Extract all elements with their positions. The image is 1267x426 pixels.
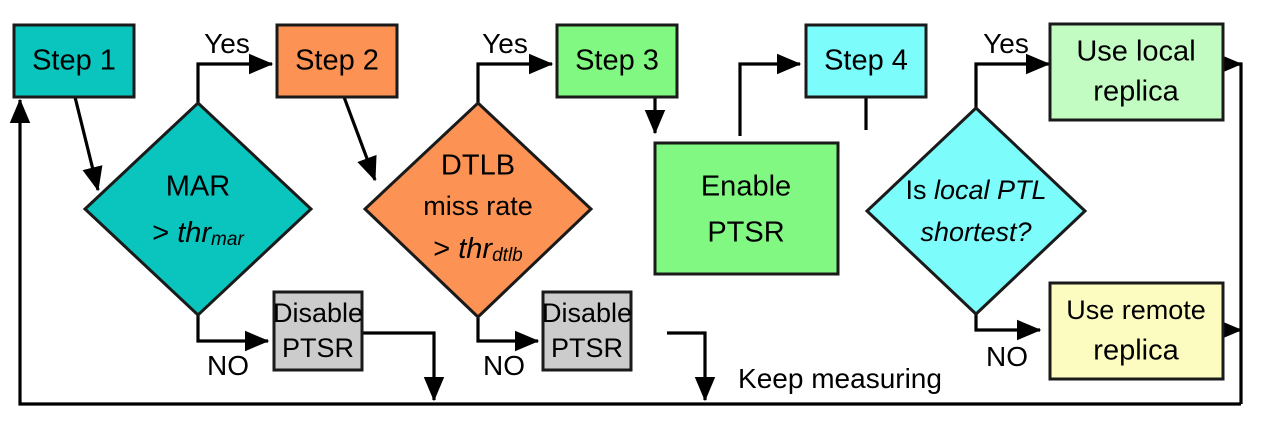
edge-disable2-to-bottom-bus bbox=[667, 331, 716, 402]
enable-ptsr-line1: Enable bbox=[701, 171, 791, 203]
dtlb-decision-line1: DTLB bbox=[441, 150, 515, 182]
ptl-local-ptl-italic: local PTL bbox=[934, 175, 1047, 205]
dtlb-gt-prefix: > bbox=[433, 233, 458, 265]
mar-decision-line1: MAR bbox=[166, 171, 230, 203]
node-step2[interactable]: Step 2 bbox=[275, 23, 399, 99]
edge-step1-to-mar bbox=[73, 96, 103, 192]
edge-label-no-1: NO bbox=[207, 350, 249, 381]
edge-label-yes-1: Yes bbox=[204, 28, 250, 59]
mar-decision-line2: > thrmar bbox=[152, 217, 244, 250]
use-remote-replica-line1: Use remote bbox=[1066, 295, 1206, 325]
dtlb-decision-line2: miss rate bbox=[423, 191, 533, 221]
node-ptl-decision[interactable]: Is local PTL shortest? bbox=[864, 105, 1088, 317]
node-dtlb-decision[interactable]: DTLB miss rate > thrdtlb bbox=[362, 100, 594, 320]
ptl-decision-diamond[interactable] bbox=[864, 105, 1088, 317]
step4-box[interactable] bbox=[804, 23, 928, 99]
mar-thr-subscript: mar bbox=[211, 229, 244, 250]
edge-label-yes-3: Yes bbox=[983, 28, 1029, 59]
edge-disable1-to-bottom-bus bbox=[362, 331, 445, 402]
edge-feedback-bus-to-step1 bbox=[9, 98, 1241, 406]
use-local-replica-line1: Use local bbox=[1076, 36, 1195, 68]
step1-box[interactable] bbox=[12, 23, 136, 99]
ptl-decision-line1: Is local PTL bbox=[905, 175, 1046, 205]
step4-label: Step 4 bbox=[824, 45, 908, 77]
edge-step2-to-dtlb bbox=[342, 96, 377, 182]
node-mar-decision[interactable]: MAR > thrmar bbox=[82, 100, 314, 318]
disable-ptsr-2-line2: PTSR bbox=[551, 333, 623, 363]
disable-ptsr-2-box[interactable] bbox=[541, 290, 633, 372]
edge-dtlb-no-to-disable2 bbox=[476, 318, 540, 352]
node-disable-ptsr-1[interactable]: Disable PTSR bbox=[272, 290, 364, 372]
disable-ptsr-2-line1: Disable bbox=[542, 298, 632, 328]
edge-label-yes-2: Yes bbox=[482, 28, 528, 59]
enable-ptsr-line2: PTSR bbox=[707, 217, 784, 249]
edge-enable-ptsr-to-step4 bbox=[738, 53, 802, 136]
node-step4[interactable]: Step 4 bbox=[804, 23, 928, 99]
edge-label-keep-measuring: Keep measuring bbox=[738, 363, 942, 394]
edge-ptl-no-to-use-remote bbox=[974, 312, 1042, 341]
node-use-remote-replica[interactable]: Use remote replica bbox=[1048, 281, 1225, 381]
disable-ptsr-1-line1: Disable bbox=[273, 298, 363, 328]
edge-use-local-to-bottom-bus bbox=[1199, 53, 1243, 404]
ptl-is-prefix: Is bbox=[905, 175, 934, 205]
dtlb-decision-diamond[interactable] bbox=[362, 100, 594, 320]
node-disable-ptsr-2[interactable]: Disable PTSR bbox=[541, 290, 633, 372]
node-enable-ptsr[interactable]: Enable PTSR bbox=[653, 141, 840, 276]
ptl-decision-line2: shortest? bbox=[920, 217, 1031, 247]
step2-label: Step 2 bbox=[295, 45, 379, 77]
step3-label: Step 3 bbox=[575, 45, 659, 77]
dtlb-thr-subscript: dtlb bbox=[492, 245, 523, 266]
mar-thr-italic: thr bbox=[177, 217, 212, 249]
node-use-local-replica[interactable]: Use local replica bbox=[1048, 22, 1225, 122]
node-step1[interactable]: Step 1 bbox=[12, 23, 136, 99]
enable-ptsr-box[interactable] bbox=[653, 141, 840, 276]
edge-mar-no-to-disable1 bbox=[196, 310, 270, 352]
use-remote-replica-line2: replica bbox=[1093, 335, 1179, 367]
dtlb-thr-italic: thr bbox=[458, 233, 493, 265]
step1-label: Step 1 bbox=[32, 45, 116, 77]
use-local-replica-line2: replica bbox=[1093, 76, 1179, 108]
step2-box[interactable] bbox=[275, 23, 399, 99]
mar-decision-diamond[interactable] bbox=[82, 100, 314, 318]
mar-gt-prefix: > bbox=[152, 217, 177, 249]
dtlb-decision-line3: > thrdtlb bbox=[433, 233, 522, 266]
edge-label-no-3: NO bbox=[986, 341, 1028, 372]
node-step3[interactable]: Step 3 bbox=[555, 23, 679, 99]
disable-ptsr-1-box[interactable] bbox=[272, 290, 364, 372]
use-remote-replica-box[interactable] bbox=[1048, 281, 1225, 381]
edge-label-no-2: NO bbox=[483, 350, 525, 381]
disable-ptsr-1-line2: PTSR bbox=[282, 333, 354, 363]
step3-box[interactable] bbox=[555, 23, 679, 99]
use-local-replica-box[interactable] bbox=[1048, 22, 1225, 122]
